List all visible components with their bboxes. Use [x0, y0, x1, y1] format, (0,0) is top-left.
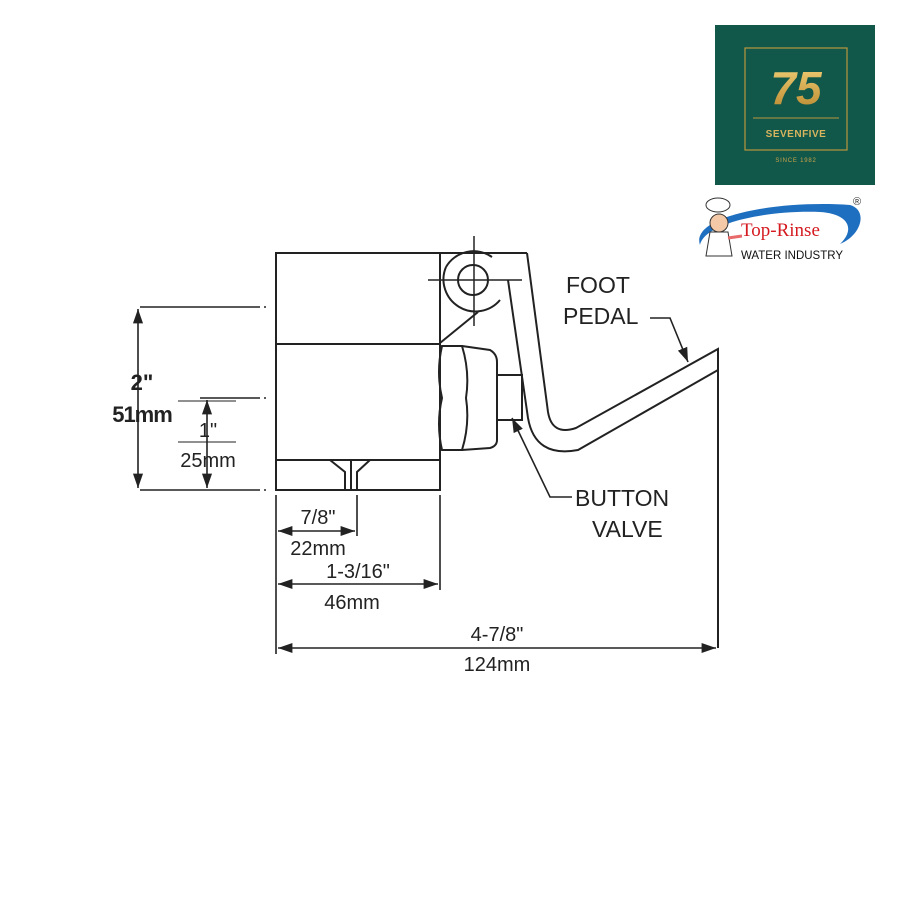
- width-total-mm: 124mm: [464, 654, 531, 676]
- registered-mark: ®: [853, 196, 861, 208]
- logo-since: SINCE 1982: [775, 158, 816, 164]
- toprinse-logo: Top-Rinse WATER INDUSTRY ®: [699, 196, 861, 262]
- valve-nut: [438, 345, 498, 451]
- width-a-mm: 22mm: [290, 538, 346, 560]
- width-b-mm: 46mm: [324, 592, 380, 614]
- button-valve-label-1: BUTTON: [575, 485, 669, 511]
- height-total-mm: 51mm: [112, 402, 172, 427]
- button-valve: [496, 374, 523, 421]
- toprinse-name: Top-Rinse: [741, 220, 820, 241]
- width-b-in: 1-3/16": [326, 561, 390, 583]
- height-half-in: 1": [199, 420, 217, 442]
- height-half-mm: 25mm: [180, 450, 236, 472]
- toprinse-subtitle: WATER INDUSTRY: [741, 250, 843, 262]
- width-a-in: 7/8": [301, 507, 336, 529]
- button-valve-label-2: VALVE: [592, 516, 663, 542]
- logo-number: 75: [770, 62, 823, 114]
- valve-body: [275, 252, 441, 491]
- pivot-hinge: [428, 236, 527, 344]
- dimension-lines: [132, 306, 716, 654]
- dimension-labels: 2" 51mm 1" 25mm 7/8" 22mm 1-3/16" 46mm 4…: [112, 370, 530, 676]
- callout-labels: FOOT PEDAL BUTTON VALVE: [563, 272, 669, 542]
- chef-mascot-icon: [705, 197, 743, 257]
- foot-pedal: [507, 252, 719, 648]
- logo-name: SEVENFIVE: [766, 129, 827, 140]
- foot-pedal-label-1: FOOT: [566, 272, 630, 298]
- width-total-in: 4-7/8": [471, 624, 524, 646]
- sevenfive-logo: 75 SEVENFIVE SINCE 1982: [715, 25, 875, 185]
- foot-pedal-label-2: PEDAL: [563, 303, 639, 329]
- height-total-in: 2": [131, 370, 154, 395]
